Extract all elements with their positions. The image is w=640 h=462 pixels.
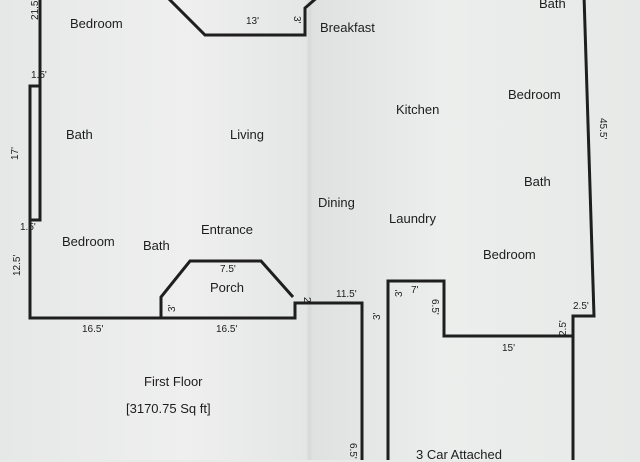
dimension-label: 13' [246, 16, 260, 27]
dimension-label: 3' [394, 289, 405, 297]
room-label-bedroom: Bedroom [62, 234, 115, 249]
room-label-dining: Dining [318, 195, 355, 210]
dimension-label: 2.5' [573, 301, 589, 312]
floor-area: [3170.75 Sq ft] [126, 401, 211, 416]
room-label-garage: 3 Car Attached [416, 447, 502, 462]
paper-right-page [310, 0, 640, 460]
dimension-label: 3' [167, 304, 178, 312]
room-label-bath: Bath [66, 127, 93, 142]
dimension-label: 16.5' [82, 324, 104, 335]
paper-left-page [0, 0, 310, 460]
room-label-kitchen: Kitchen [396, 102, 440, 117]
dimension-label: 6.5' [347, 443, 358, 459]
dimension-label: 15' [502, 343, 516, 354]
room-label-porch: Porch [210, 280, 244, 295]
house-outline-wall [167, 0, 317, 37]
left-side-wall [30, 86, 42, 222]
room-label-bedroom: Bedroom [508, 87, 561, 102]
dimension-label: 7' [411, 285, 419, 296]
dimension-label: 6.5' [429, 299, 440, 315]
dimension-label: 3' [372, 312, 383, 320]
dimension-label: 1.5' [31, 70, 47, 81]
dimension-label: 3' [291, 16, 302, 24]
right-side-wall [571, 0, 596, 336]
room-label-bedroom: Bedroom [483, 247, 536, 262]
room-label-bath: Bath [143, 238, 170, 253]
dimension-label: 7.5' [220, 264, 236, 275]
dimension-label: 11.5' [336, 289, 357, 300]
room-label-breakfast: Breakfast [320, 20, 375, 35]
room-label-entrance: Entrance [201, 222, 254, 237]
dimension-label: 2.5' [558, 320, 569, 336]
dimension-label: 45.5' [597, 118, 608, 140]
room-label-bath: Bath [539, 0, 566, 11]
dimension-label: 21.5' [30, 0, 41, 20]
dimension-label: 12.5' [12, 254, 23, 276]
dimension-label: 17' [10, 146, 21, 160]
room-label-bedroom: Bedroom [70, 16, 123, 31]
porch-wall [159, 259, 295, 318]
room-label-bath: Bath [524, 174, 551, 189]
house-outline-wall [28, 0, 364, 460]
dimension-label: 16.5' [216, 324, 238, 335]
paper-fold [306, 0, 312, 460]
room-label-laundry: Laundry [389, 211, 436, 226]
dimension-label: 1.5' [20, 222, 36, 233]
dimension-label: 2' [301, 297, 312, 305]
garage-wall [386, 279, 575, 460]
room-label-living: Living [230, 127, 264, 142]
floor-title: First Floor [144, 374, 203, 389]
